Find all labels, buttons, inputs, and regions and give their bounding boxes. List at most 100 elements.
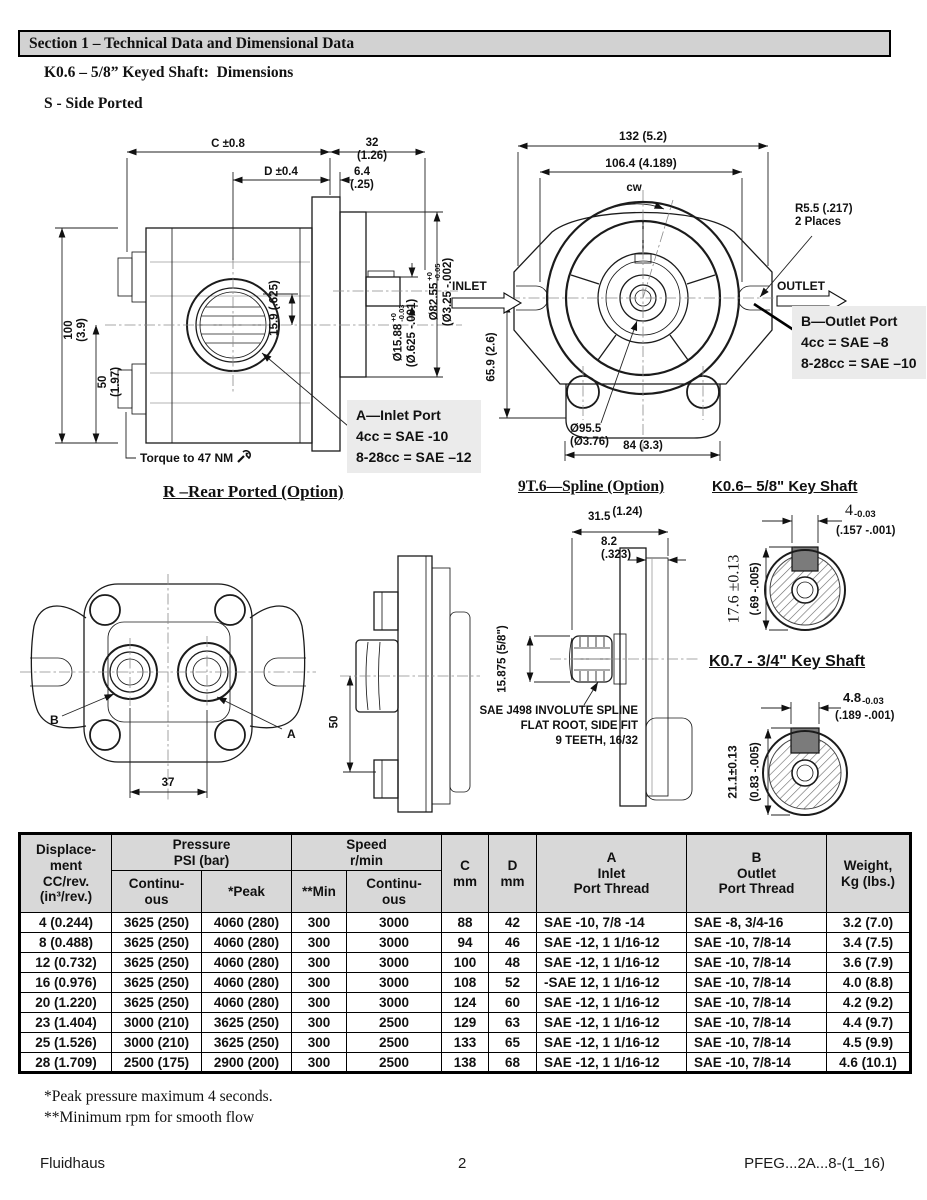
- table-cell: 3625 (250): [111, 952, 202, 974]
- spline-drawing: [526, 528, 700, 807]
- ks06-key-width-label: 4-0.03: [845, 502, 876, 521]
- rear-view-drawing: [20, 574, 316, 802]
- inlet-port-callout-828cc: 8-28cc = SAE –12: [356, 449, 472, 465]
- inlet-port-callout: A—Inlet Port 4cc = SAE -10 8-28cc = SAE …: [347, 400, 481, 473]
- ks06-height-label: 17.6 ±0.13: [725, 554, 743, 624]
- port-a-label: A: [287, 727, 296, 741]
- header-pressure: Pressure PSI (bar): [110, 832, 293, 872]
- header-weight: Weight, Kg (lbs.): [826, 832, 912, 914]
- spec-table-header: Displace- ment CC/rev. (in³/rev.) Pressu…: [19, 832, 912, 914]
- dim-100-label: 100 (3.9): [63, 318, 89, 342]
- dim-32-label: 32 (1.26): [357, 137, 387, 163]
- table-cell: 60: [488, 992, 538, 1014]
- table-cell: SAE -10, 7/8-14: [686, 1052, 828, 1074]
- slot-radius-places: 2 Places: [795, 216, 842, 228]
- dim-132-label: 132 (5.2): [618, 129, 668, 143]
- ks07-key-width-inch: (.189 -.001): [835, 710, 895, 722]
- table-cell: 4060 (280): [200, 952, 293, 974]
- spline-note-line1: SAE J498 INVOLUTE SPLINE: [479, 705, 639, 717]
- outlet-label: OUTLET: [777, 279, 825, 293]
- key-shaft-06-heading: K0.6– 5/8" Key Shaft: [712, 478, 858, 495]
- ks07-height-label: 21.1±0.13: [725, 745, 740, 799]
- table-cell: 300: [291, 952, 348, 974]
- table-cell: 3000: [346, 952, 443, 974]
- table-cell: 3625 (250): [200, 1032, 293, 1054]
- spline-dim-8-2-mm: 8.2: [601, 536, 617, 548]
- table-cell: 63: [488, 1012, 538, 1034]
- outlet-port-callout-4cc: 4cc = SAE –8: [801, 334, 889, 350]
- table-cell: SAE -12, 1 1/16-12: [536, 992, 688, 1014]
- ks06-key-width-inch: (.157 -.001): [836, 525, 896, 537]
- table-cell: 300: [291, 992, 348, 1014]
- table-cell: SAE -10, 7/8-14: [686, 1012, 828, 1034]
- table-cell: 4.4 (9.7): [826, 1012, 912, 1034]
- table-cell: 3000: [346, 992, 443, 1014]
- shaft-diameter-mm: Ø15.88+0-0.03: [388, 304, 406, 362]
- dim-6-4-label: 6.4 (.25): [350, 166, 374, 192]
- table-cell: 100: [441, 952, 490, 974]
- table-cell: 124: [441, 992, 490, 1014]
- table-cell: 20 (1.220): [19, 992, 112, 1014]
- table-cell: SAE -12, 1 1/16-12: [536, 1012, 688, 1034]
- front-view-drawing: [451, 142, 848, 461]
- dim-c-label: C ±0.8: [211, 138, 245, 150]
- spline-note-line2: FLAT ROOT, SIDE FIT: [520, 720, 638, 732]
- key-shaft-07-heading: K0.7 - 3/4" Key Shaft: [709, 653, 866, 670]
- front-pilot-dia-inch: (Ø3.76): [570, 436, 609, 448]
- table-cell: 25 (1.526): [19, 1032, 112, 1054]
- header-pressure-continuous: Continu- ous: [111, 870, 202, 914]
- table-cell: 2500: [346, 1012, 443, 1034]
- dim-106-label: 106.4 (4.189): [605, 156, 677, 170]
- footnote-min-rpm: **Minimum rpm for smooth flow: [44, 1109, 255, 1126]
- dim-6-4-mm: 6.4: [354, 166, 370, 178]
- table-cell: SAE -12, 1 1/16-12: [536, 932, 688, 954]
- rear-dim-50-label: 50: [328, 715, 341, 729]
- table-cell: 300: [291, 932, 348, 954]
- table-cell: 3.2 (7.0): [826, 912, 912, 934]
- rear-ported-heading: R –Rear Ported (Option): [163, 482, 344, 501]
- table-cell: 3625 (250): [111, 912, 202, 934]
- table-cell: 3625 (250): [111, 932, 202, 954]
- table-cell: 300: [291, 1052, 348, 1074]
- header-c: C mm: [441, 832, 490, 914]
- front-pilot-dia-mm: Ø95.5: [570, 423, 602, 435]
- header-speed: Speed r/min: [291, 832, 443, 872]
- table-cell: 42: [488, 912, 538, 934]
- table-cell: 94: [441, 932, 490, 954]
- dim-50-inch: (1.97): [110, 366, 122, 398]
- header-speed-min: **Min: [291, 870, 348, 914]
- table-cell: 65: [488, 1032, 538, 1054]
- front-pilot-dia-label: Ø95.5 (Ø3.76): [570, 423, 609, 449]
- footnotes: *Peak pressure maximum 4 seconds. **Mini…: [44, 1086, 273, 1128]
- cw-rotation-label: cw: [626, 182, 642, 194]
- inlet-port-callout-title: A—Inlet Port: [356, 407, 441, 423]
- table-cell: 3625 (250): [111, 992, 202, 1014]
- outlet-port-callout-828cc: 8-28cc = SAE –10: [801, 355, 917, 371]
- table-cell: 300: [291, 972, 348, 994]
- table-cell: 4060 (280): [200, 912, 293, 934]
- wrench-icon: [237, 449, 252, 463]
- spec-table: Displace- ment CC/rev. (in³/rev.) Pressu…: [18, 832, 913, 1075]
- ks07-key-width-label: 4.8-0.03: [843, 690, 884, 707]
- table-cell: 4060 (280): [200, 972, 293, 994]
- spline-dim-8-2-inch: (.323): [601, 549, 632, 561]
- table-cell: 129: [441, 1012, 490, 1034]
- ks06-height-inch: (.69 -.005): [749, 562, 762, 616]
- table-cell: SAE -12, 1 1/16-12: [536, 1032, 688, 1054]
- table-cell: 48: [488, 952, 538, 974]
- table-cell: SAE -12, 1 1/16-12: [536, 952, 688, 974]
- inlet-label: INLET: [452, 279, 487, 293]
- spline-dim-15-875-label: 15.875 (5/8"): [496, 625, 509, 693]
- table-cell: 3000: [346, 972, 443, 994]
- dim-84-label: 84 (3.3): [623, 440, 663, 452]
- table-cell: 138: [441, 1052, 490, 1074]
- table-cell: 300: [291, 1012, 348, 1034]
- table-cell: SAE -10, 7/8-14: [686, 992, 828, 1014]
